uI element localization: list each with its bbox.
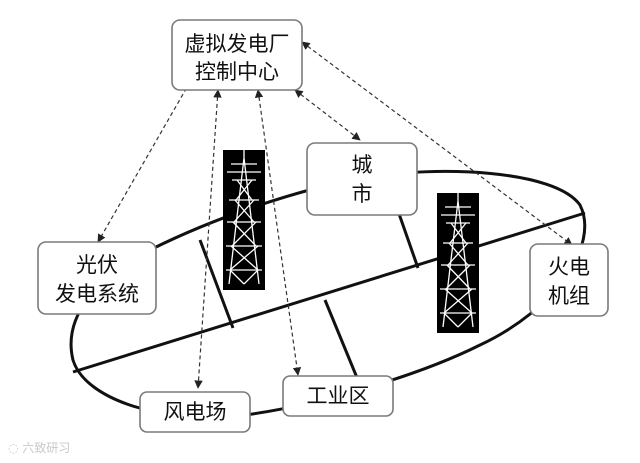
control-center-line1: 虚拟发电厂 <box>185 32 290 56</box>
link-control-wind <box>194 89 222 389</box>
wind-box: 风电场 <box>139 391 251 433</box>
link-control-city <box>294 89 361 141</box>
thermal-line2: 机组 <box>548 284 590 308</box>
thermal-line1: 火电 <box>548 255 590 279</box>
thermal-box: 火电 机组 <box>529 243 609 317</box>
wechat-logo-icon: ◌ <box>8 441 23 455</box>
link-control-pv <box>97 81 191 243</box>
control-center-box: 虚拟发电厂 控制中心 <box>171 19 303 91</box>
tower-right <box>436 192 480 334</box>
city-line1: 城 <box>352 153 373 177</box>
industrial-label: 工业区 <box>307 384 370 408</box>
link-control-industrial <box>254 89 302 376</box>
grid-branch-2 <box>395 207 420 269</box>
city-box: 城 市 <box>306 142 418 216</box>
control-links <box>97 41 573 389</box>
pv-line2: 发电系统 <box>55 282 139 306</box>
industrial-box: 工业区 <box>282 375 394 417</box>
transmission-tower-icon <box>222 149 266 291</box>
city-line2: 市 <box>352 182 373 206</box>
tower-left <box>222 149 266 291</box>
wind-label: 风电场 <box>164 400 227 424</box>
watermark: ◌ 六致研习 <box>8 439 70 456</box>
transmission-tower-icon <box>436 192 480 334</box>
pv-line1: 光伏 <box>76 253 118 277</box>
watermark-text: 六致研习 <box>22 441 71 455</box>
control-center-line2: 控制中心 <box>195 60 279 84</box>
link-control-thermal <box>301 41 573 246</box>
pv-box: 光伏 发电系统 <box>37 241 157 315</box>
grid-branch-3 <box>323 299 362 386</box>
